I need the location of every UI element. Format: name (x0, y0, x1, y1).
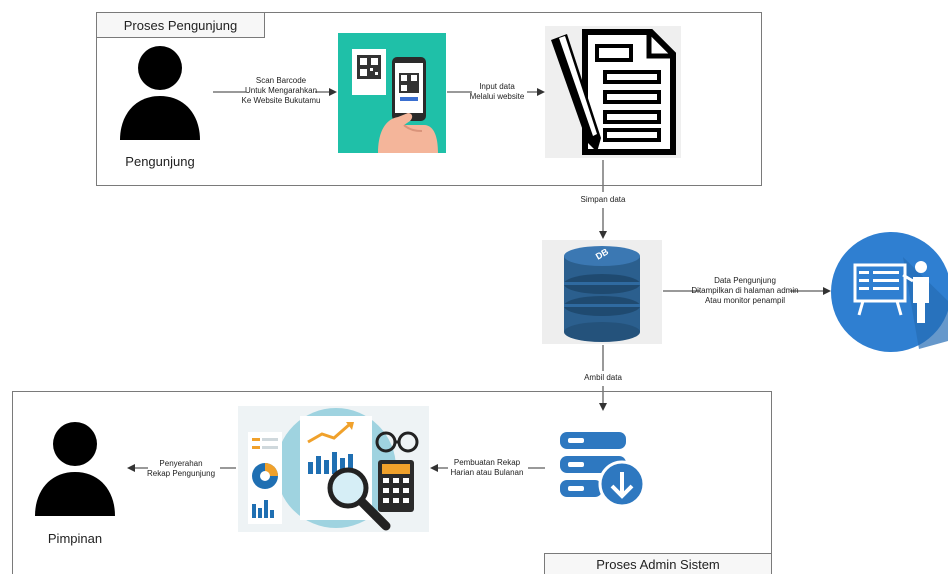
person-icon (120, 46, 200, 140)
document-pen-icon (545, 26, 681, 158)
admin-process-frame (12, 391, 772, 574)
presentation-icon (831, 232, 948, 352)
database-icon (542, 240, 662, 344)
recap-label: Pembuatan Rekap Harian atau Bulanan (450, 458, 524, 477)
fetch-label: Ambil data (584, 373, 622, 382)
display-label: Data Pengunjung Ditampilkan di halaman a… (691, 276, 799, 305)
person-icon (35, 422, 115, 516)
visitor-process-title: Proses Pengunjung (96, 12, 265, 38)
qr-phone-icon (338, 33, 446, 153)
scan-label: Scan Barcode Untuk Mengarahkan Ke Websit… (241, 76, 321, 105)
input-label: Input data Melalui website (469, 82, 525, 101)
visitor-actor-label: Pengunjung (125, 154, 195, 169)
report-analytics-icon (238, 406, 429, 532)
save-label: Simpan data (580, 195, 626, 204)
admin-process-title: Proses Admin Sistem (544, 553, 772, 574)
server-download-icon (560, 432, 646, 508)
visitor-process-frame (96, 12, 762, 186)
admin-actor-label: Pimpinan (47, 531, 103, 546)
handover-label: Penyerahan Rekap Pengunjung (146, 459, 216, 478)
